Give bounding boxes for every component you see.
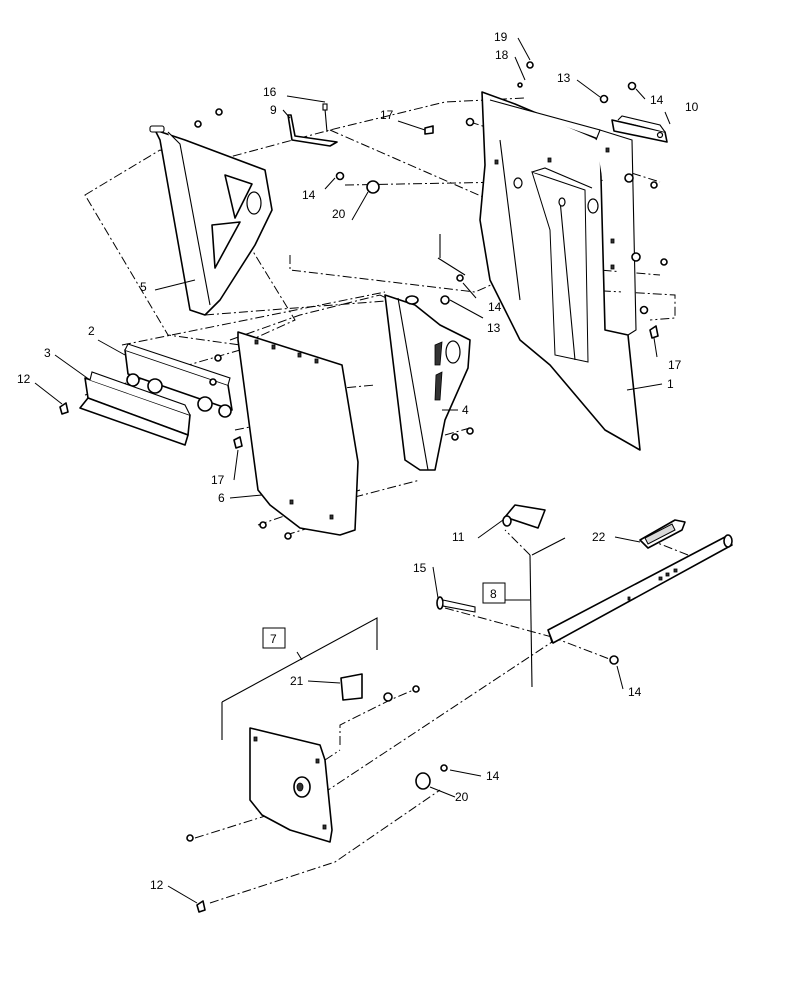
callout-14-mid: 14 [488,300,502,314]
callout-10: 10 [685,100,699,114]
callout-18: 18 [495,48,509,62]
callout-6: 6 [218,491,225,505]
callout-20-bottom: 20 [455,790,469,804]
callout-16: 16 [263,85,277,99]
callout-14-rod: 14 [628,685,642,699]
callout-21: 21 [290,674,304,688]
callout-14-top: 14 [650,93,664,107]
callout-22: 22 [592,530,606,544]
flat-panel [237,331,359,536]
hardware [59,61,668,913]
callout-17-left: 17 [211,473,225,487]
callout-19: 19 [494,30,508,44]
callout-13-mid: 13 [487,321,501,335]
callout-2: 2 [88,324,95,338]
tab [502,504,546,529]
clip [639,519,686,549]
callout-box-8 [482,582,506,604]
callout-14-left: 14 [302,188,316,202]
callout-11: 11 [452,530,465,544]
callout-15: 15 [413,561,427,575]
callout-9: 9 [270,103,277,117]
small-bracket [611,115,668,143]
decal [340,673,363,701]
callout-12-top: 12 [17,372,31,386]
leader-lines [34,37,671,904]
main-panel [479,91,641,451]
callout-1: 1 [667,377,674,391]
callout-12-bottom: 12 [150,878,164,892]
l-pin [287,103,338,147]
callout-5: 5 [140,280,147,294]
angle-strip [79,371,191,446]
callout-4: 4 [462,403,469,417]
callout-3: 3 [44,346,51,360]
callout-13-top: 13 [557,71,571,85]
side-bracket [384,294,471,471]
triangular-bracket [149,125,273,316]
callout-labels: 1 2 3 4 5 6 7 8 9 10 11 12 12 13 13 14 1… [17,30,699,892]
callout-14-bottom: 14 [486,769,500,783]
callout-17-right: 17 [668,358,682,372]
cover-plate-group [221,617,378,843]
callout-8: 8 [490,587,497,601]
hinge-strip [124,343,233,418]
rod-assembly [529,534,733,688]
callout-17-top: 17 [380,108,394,122]
callout-box-7 [262,627,286,649]
long-bolt [436,596,476,613]
callout-20-top: 20 [332,207,346,221]
callout-7: 7 [270,632,277,646]
